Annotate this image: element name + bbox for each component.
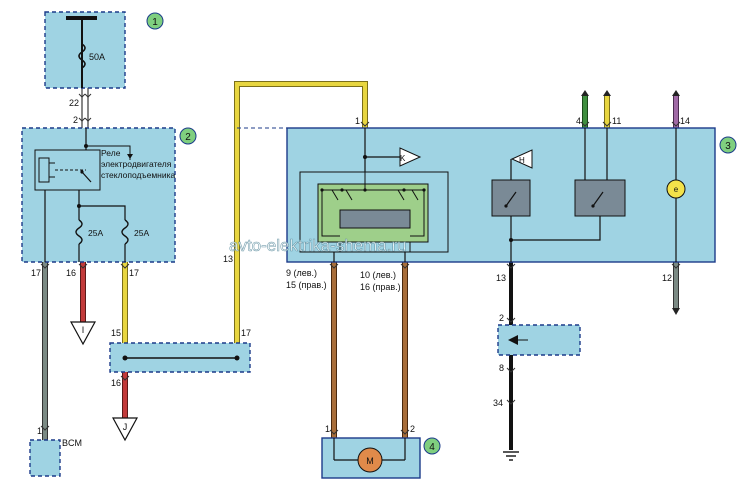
pin-17-mid: 17 (241, 328, 251, 338)
svg-text:4: 4 (429, 442, 435, 453)
fuse-50a-label: 50A (89, 52, 105, 62)
lamp-label: e (674, 185, 679, 194)
pin-8-right: 8 (499, 363, 504, 373)
bcm-module (29, 439, 61, 477)
relay-box (21, 127, 176, 263)
ground-j: J (111, 417, 139, 442)
fuse-25a-right: 25A (134, 228, 149, 238)
relay-label-2: электродвигателя (101, 159, 172, 169)
fuse-box (44, 11, 126, 89)
svg-text:J: J (123, 422, 128, 432)
h-label: H (519, 156, 525, 165)
motor-pin-2: 2 (410, 424, 415, 434)
motor-box (321, 437, 421, 479)
pin-14-module: 14 (680, 116, 690, 126)
pin-1-module: 1 (355, 116, 360, 126)
pin-16-lower: 16 (111, 378, 121, 388)
pin-16-mid: 16 (66, 268, 76, 278)
bcm-label: BCM (62, 438, 82, 448)
pin-2-right: 2 (499, 313, 504, 323)
pin-22: 22 (69, 98, 79, 108)
pin-16-right: 16 (прав.) (360, 282, 401, 292)
svg-text:2: 2 (185, 132, 191, 143)
pin-11-module: 11 (612, 116, 621, 126)
pin-17-right: 17 (129, 268, 139, 278)
relay-label-1: Реле (101, 148, 121, 158)
pin-12-module: 12 (662, 273, 672, 283)
mid-connector (109, 342, 251, 373)
pin-15-mid: 15 (111, 328, 121, 338)
wire-13-label: 13 (223, 254, 233, 264)
k-label: K (400, 154, 406, 163)
bcm-pin-1: 1 (37, 426, 42, 436)
pin-15-right: 15 (прав.) (286, 280, 327, 290)
connector-chevrons (40, 93, 681, 435)
badge-4: 4 (423, 437, 441, 455)
main-module (237, 127, 716, 263)
motor-label: M (366, 456, 374, 466)
wire-brown-motor (331, 262, 408, 438)
ground-i: I (69, 321, 97, 346)
pin-9-left: 9 (лев.) (286, 268, 317, 278)
ground-symbol (503, 451, 519, 461)
relay-label-3: стеклоподъемника (101, 170, 176, 180)
svg-text:I: I (82, 325, 85, 335)
pin-4-module: 4 (576, 116, 581, 126)
wire-yellow-13 (234, 81, 368, 345)
fuse-25a-left: 25A (88, 228, 103, 238)
pin-13-module: 13 (496, 273, 506, 283)
badge-2: 2 (179, 127, 197, 145)
right-connector (497, 324, 581, 356)
pin-2-relay: 2 (73, 115, 78, 125)
motor-pin-1: 1 (325, 424, 330, 434)
wire-12-arrow (672, 308, 680, 315)
badge-3: 3 (719, 136, 737, 154)
svg-text:1: 1 (152, 17, 158, 28)
pin-17-left: 17 (31, 268, 41, 278)
top-wire-arrows (581, 90, 680, 315)
svg-text:3: 3 (725, 141, 731, 152)
pin-34-right: 34 (493, 398, 503, 408)
pin-10-left: 10 (лев.) (360, 270, 396, 280)
watermark: avto-elektrika-shema.ru (229, 236, 407, 255)
badge-1: 1 (146, 12, 164, 30)
